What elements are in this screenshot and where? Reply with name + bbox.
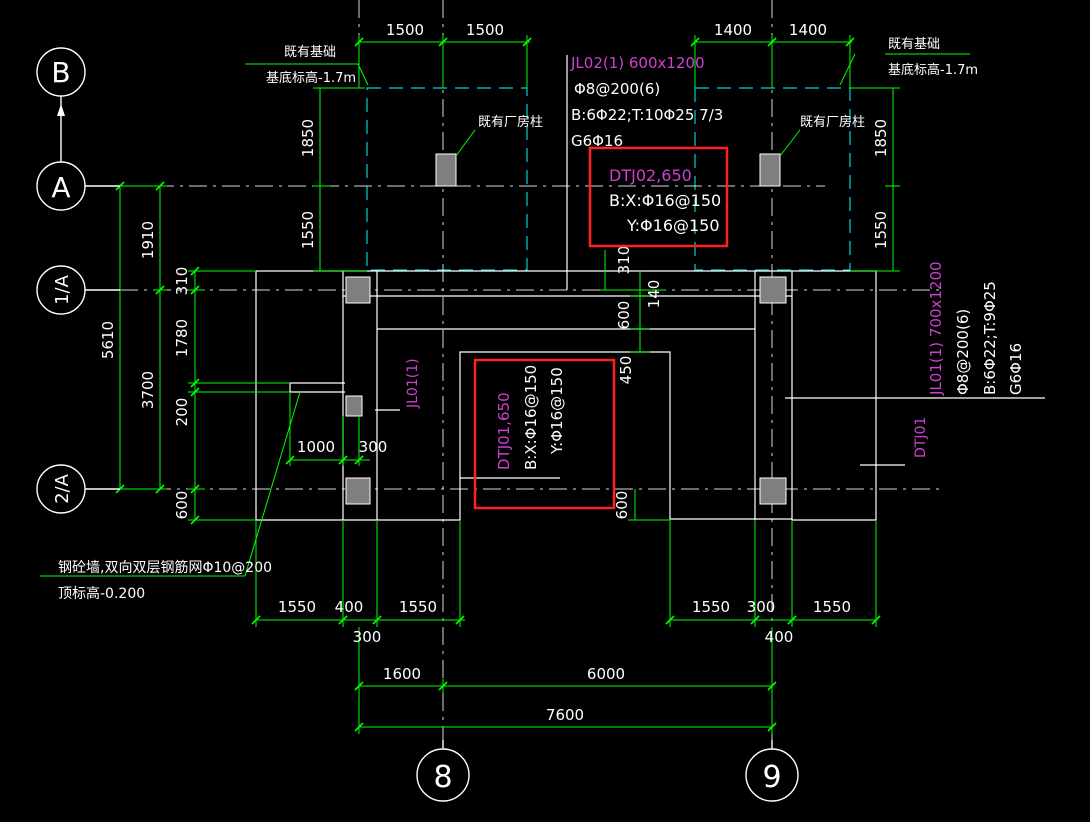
- column-2a-9: [759, 477, 787, 505]
- dim-bottom-1550d: 1550: [813, 598, 851, 616]
- wall-note-line1: 钢砼墙,双向双层钢筋网Φ10@200: [58, 559, 272, 576]
- dimension-lines: [40, 35, 970, 734]
- column-2a-8: [345, 477, 371, 505]
- dim-inner-140: 140: [645, 280, 663, 309]
- axis-label-b: B: [51, 56, 70, 89]
- column-mid-8: [345, 395, 363, 417]
- jl02-rebar: B:6Φ22;T:10Φ25 7/3: [571, 106, 723, 124]
- dtj02-callout: DTJ02,650 B:X:Φ16@150 Y:Φ16@150: [588, 146, 729, 248]
- dim-top-4: 1400: [789, 21, 827, 39]
- dim-1910: 1910: [139, 221, 157, 259]
- dtj01-tag: DTJ01: [913, 417, 929, 458]
- axis-label-9: 9: [762, 760, 781, 795]
- dim-left-1850: 1850: [299, 119, 317, 157]
- dim-5610: 5610: [99, 321, 117, 359]
- axis-bubbles: [36, 47, 799, 802]
- existing-left-line1: 既有基础: [284, 45, 336, 60]
- notes: 既有基础 基底标高-1.7m 既有基础 基底标高-1.7m 既有厂房柱 既有厂房…: [58, 37, 978, 602]
- existing-right-line1: 既有基础: [888, 37, 940, 52]
- dim-left-1550: 1550: [299, 211, 317, 249]
- existing-column-left: [435, 153, 457, 187]
- column-1a-8: [345, 276, 371, 304]
- axis-label-a: A: [51, 171, 70, 204]
- existing-right-line2: 基底标高-1.7m: [888, 62, 978, 78]
- dim-bottom-7600: 7600: [546, 706, 584, 724]
- dtj01-highlight-box: [473, 358, 616, 510]
- dim-1000: 1000: [297, 438, 335, 456]
- dim-bottom-1550c: 1550: [692, 598, 730, 616]
- jl02-callout: JL02(1) 600x1200 Φ8@200(6) B:6Φ22;T:10Φ2…: [570, 54, 723, 150]
- axis-label-1a: 1/A: [52, 274, 73, 305]
- dim-600-left: 600: [173, 491, 191, 520]
- jl01-side: G6Φ16: [1007, 343, 1025, 395]
- dim-1780: 1780: [173, 319, 191, 357]
- axis-label-8: 8: [433, 760, 452, 795]
- axis-label-2a: 2/A: [52, 473, 73, 504]
- dim-right-1550: 1550: [872, 211, 890, 249]
- dtj01-x: B:X:Φ16@150: [522, 365, 540, 470]
- dim-3700: 3700: [139, 371, 157, 409]
- dtj02-title: DTJ02,650: [609, 166, 692, 185]
- wall-note-line2: 顶标高-0.200: [58, 585, 145, 602]
- existing-column-right-label: 既有厂房柱: [800, 114, 865, 130]
- dim-bottom-1550b: 1550: [399, 598, 437, 616]
- north-arrow-icon: [57, 104, 65, 116]
- dim-200: 200: [173, 398, 191, 427]
- jl01-rebar: B:6Φ22;T:9Φ25: [981, 281, 999, 395]
- dim-bottom-1600: 1600: [383, 665, 421, 683]
- columns: [345, 153, 787, 505]
- jl02-stirrup: Φ8@200(6): [574, 80, 660, 98]
- jl01-stirrup: Φ8@200(6): [954, 309, 972, 395]
- column-1a-9: [759, 276, 787, 304]
- dim-inner-600b: 600: [613, 491, 631, 520]
- dim-310: 310: [173, 267, 191, 296]
- jl01-tag: JL01(1): [405, 358, 421, 409]
- dtj02-y: Y:Φ16@150: [626, 216, 720, 235]
- existing-column-right: [759, 153, 781, 187]
- existing-left-line2: 基底标高-1.7m: [266, 70, 356, 86]
- jl01-title: JL01(1) 700x1200: [927, 261, 945, 396]
- dtj01-y: Y:Φ16@150: [548, 367, 566, 455]
- jl01-callout: JL01(1) 700x1200 Φ8@200(6) B:6Φ22;T:9Φ25…: [405, 261, 1025, 458]
- foundation-outline: [255, 55, 1045, 521]
- dimension-ticks: [115, 37, 881, 732]
- axis-lines: [90, 0, 940, 740]
- dim-inner-450: 450: [617, 356, 635, 385]
- dim-bottom-300b: 300: [747, 598, 776, 616]
- jl02-title: JL02(1) 600x1200: [570, 54, 705, 72]
- dim-top-3: 1400: [714, 21, 752, 39]
- jl02-side: G6Φ16: [571, 132, 623, 150]
- dtj01-callout: DTJ01,650 B:X:Φ16@150 Y:Φ16@150: [473, 358, 616, 510]
- dim-bottom-6000: 6000: [587, 665, 625, 683]
- dim-inner-310: 310: [615, 246, 633, 275]
- existing-column-left-label: 既有厂房柱: [478, 114, 543, 130]
- dimension-texts: 1500 1500 1400 1400 1850 1550 1850 1550 …: [99, 21, 890, 724]
- dtj01-title: DTJ01,650: [495, 392, 513, 470]
- dim-bottom-1550a: 1550: [278, 598, 316, 616]
- dim-inner-600: 600: [615, 301, 633, 330]
- dim-bottom-400a: 400: [335, 598, 364, 616]
- dtj02-highlight-box: [588, 146, 729, 248]
- dim-bottom-400b: 400: [765, 628, 794, 646]
- dtj02-x: B:X:Φ16@150: [609, 191, 721, 210]
- dim-top-1: 1500: [386, 21, 424, 39]
- dim-bottom-300a: 300: [353, 628, 382, 646]
- dim-top-2: 1500: [466, 21, 504, 39]
- dim-300-mid: 300: [359, 438, 388, 456]
- dim-right-1850: 1850: [872, 119, 890, 157]
